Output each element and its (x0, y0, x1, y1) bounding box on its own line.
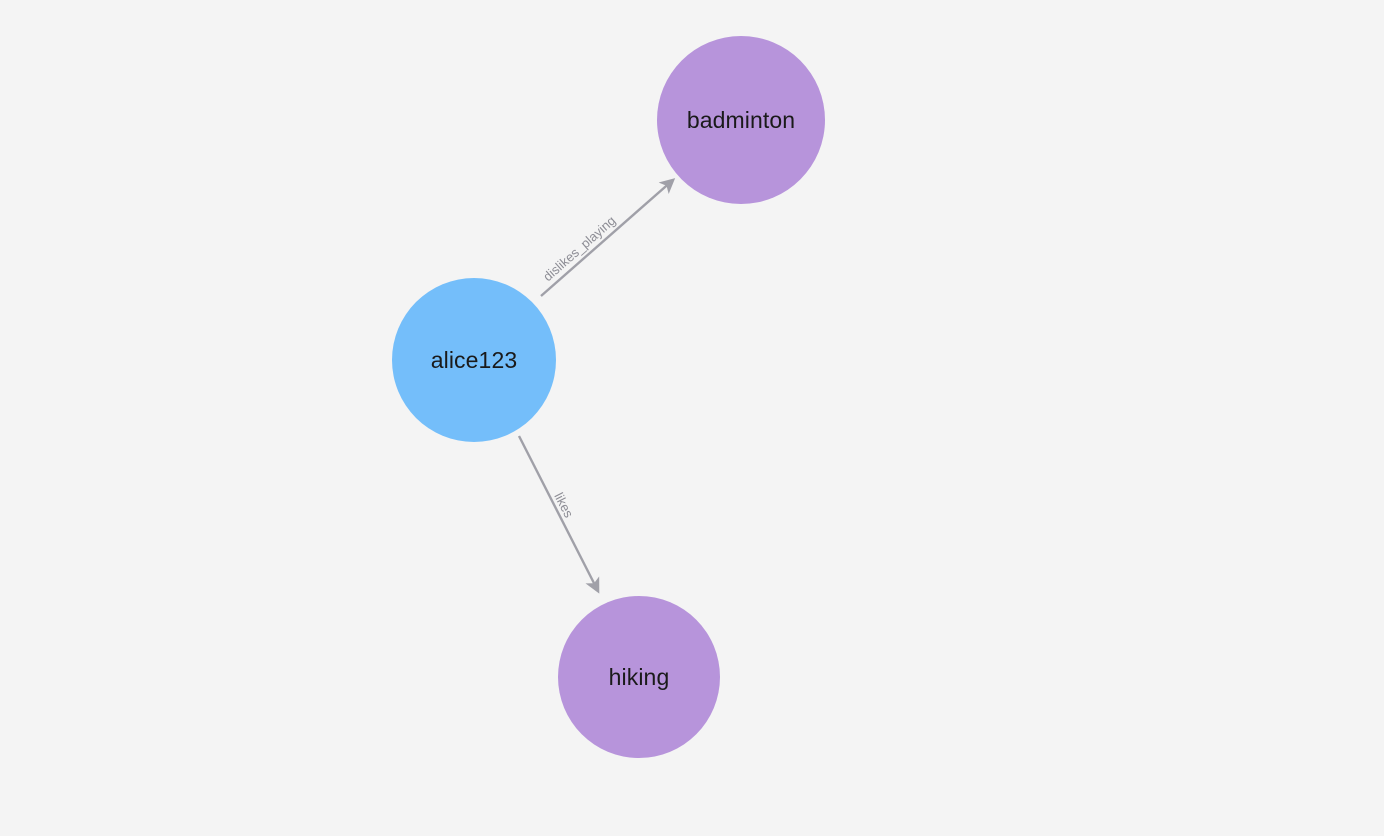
edge-line-dislikes-playing[interactable] (540, 178, 676, 297)
graph-node-alice123[interactable]: alice123 (392, 278, 556, 442)
node-label: hiking (608, 663, 670, 690)
graph-node-badminton[interactable]: badminton (657, 36, 825, 204)
edge-line-likes[interactable] (517, 435, 600, 594)
node-label: alice123 (430, 346, 518, 373)
graph-node-hiking[interactable]: hiking (558, 596, 720, 758)
node-label: badminton (686, 106, 796, 133)
